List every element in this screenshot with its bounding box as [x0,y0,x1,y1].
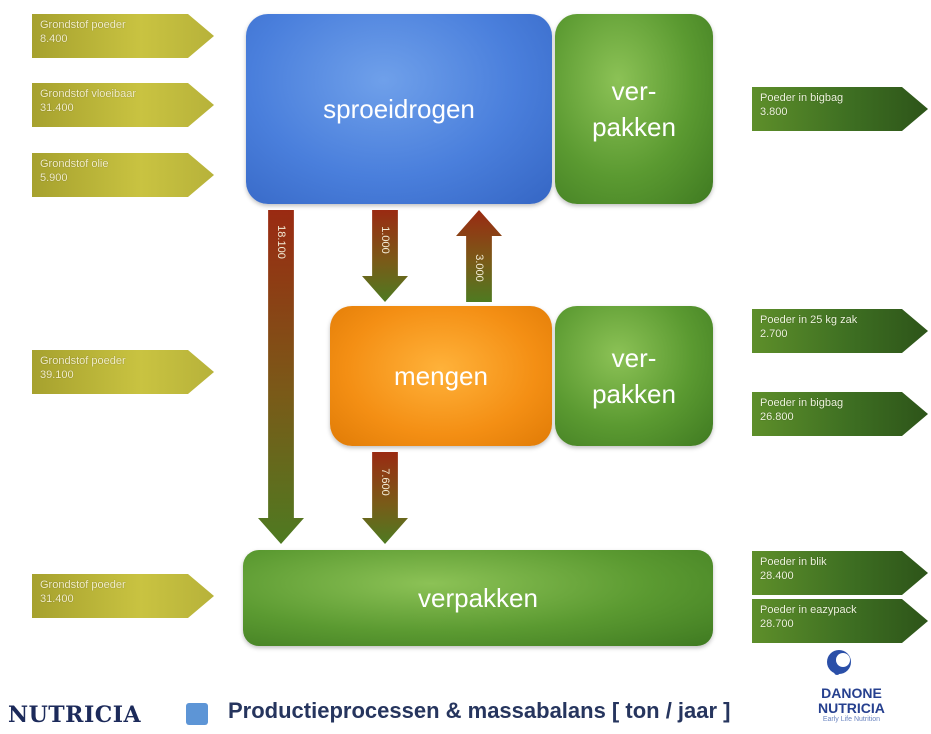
packing-block-middle: ver- pakken [555,306,713,446]
flow-label: 3.000 [473,254,485,282]
flow-arrow-mixing-to-packing: 7.600 [362,452,408,544]
danone-nutricia-brand: DANONE NUTRICIA Early Life Nutrition [818,686,885,724]
flow-arrow-spray-to-packing: 18.100 [258,210,304,544]
mixing-block: mengen [330,306,552,446]
nutricia-logo-icon [186,703,208,725]
spray-drying-block: sproeidrogen [246,14,552,204]
flow-label: 1.000 [379,226,391,254]
nutricia-brand: NUTRICIA [8,702,142,728]
packing-top-label: ver- pakken [592,76,676,142]
packing-middle-label: ver- pakken [592,343,676,409]
packing-block-bottom: verpakken [243,550,713,646]
danone-logo-icon [827,650,851,675]
page-title: Productieprocessen & massabalans [ ton /… [228,698,731,723]
packing-block-top: ver- pakken [555,14,713,204]
spray-drying-label: sproeidrogen [323,94,475,124]
packing-bottom-label: verpakken [418,583,538,613]
footer: NUTRICIA Productieprocessen & massabalan… [0,682,931,734]
mixing-label: mengen [394,361,488,391]
danone-brand-line2: NUTRICIA [818,700,885,716]
flow-arrow-mixing-to-spray: 3.000 [456,210,502,302]
flow-arrow-spray-to-mixing: 1.000 [362,210,408,302]
flow-label: 18.100 [275,225,287,259]
flow-label: 7.600 [379,468,391,496]
danone-tagline: Early Life Nutrition [822,716,881,723]
danone-brand-line1: DANONE [821,685,882,701]
